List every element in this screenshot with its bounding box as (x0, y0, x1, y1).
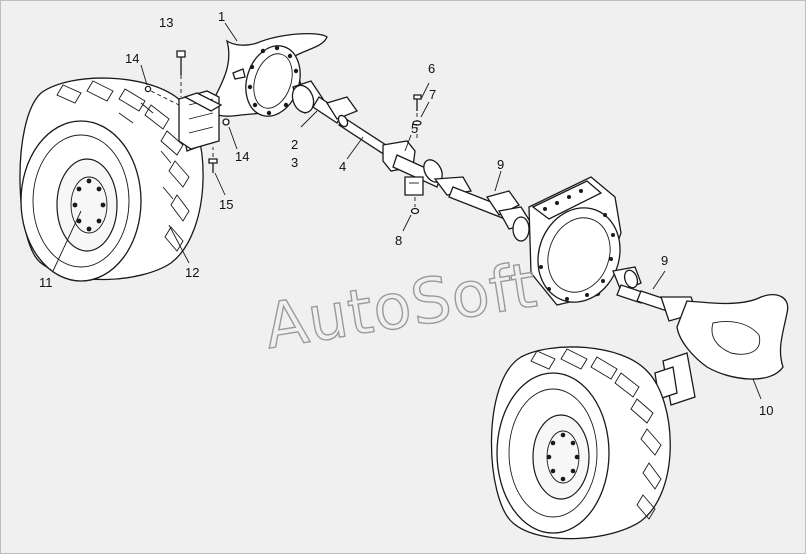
callout-3: 3 (291, 155, 298, 170)
front-wheel-assembly (19, 77, 220, 282)
callout-14-left: 14 (125, 51, 139, 66)
callout-8: 8 (395, 233, 402, 248)
callout-13: 13 (159, 15, 173, 30)
callout-6: 6 (428, 61, 435, 76)
front-mount-bracket (178, 90, 223, 150)
watermark-text: AutoSoft (260, 248, 542, 363)
rear-axle-differential (512, 176, 622, 306)
callout-14-right: 14 (235, 149, 249, 164)
callout-15: 15 (219, 197, 233, 212)
callout-labels: 1 2 3 4 5 6 7 8 9 9 10 11 12 13 14 14 15 (39, 9, 773, 418)
nut-8 (410, 197, 420, 215)
callout-1: 1 (218, 9, 225, 24)
callout-11: 11 (39, 275, 53, 290)
wheel-nuts-front (72, 178, 106, 232)
bolt-13 (176, 50, 186, 97)
callout-7: 7 (429, 87, 436, 102)
washer-14-right (222, 118, 230, 126)
callout-10: 10 (759, 403, 773, 418)
front-axle-housing (211, 33, 328, 117)
housing-bolts (539, 189, 615, 301)
tread-pattern-front (56, 80, 190, 252)
washer-14-left (144, 85, 180, 106)
propeller-shaft-middle (433, 176, 533, 230)
propeller-shaft-front (312, 96, 390, 156)
callout-2: 2 (291, 137, 298, 152)
rear-wheel-assembly (490, 346, 671, 540)
callout-5: 5 (411, 121, 418, 136)
callout-9-middle: 9 (497, 157, 504, 172)
bolt-15 (208, 147, 218, 173)
leader-lines (52, 22, 762, 400)
callout-4: 4 (339, 159, 346, 174)
callout-12: 12 (185, 265, 199, 280)
washer-7 (412, 120, 422, 126)
rear-axle-housing (654, 294, 789, 406)
wheel-nuts-rear (546, 432, 580, 482)
callout-9-rear: 9 (661, 253, 668, 268)
tread-pattern-rear (530, 348, 662, 520)
intermediate-support-bearing (382, 140, 443, 196)
